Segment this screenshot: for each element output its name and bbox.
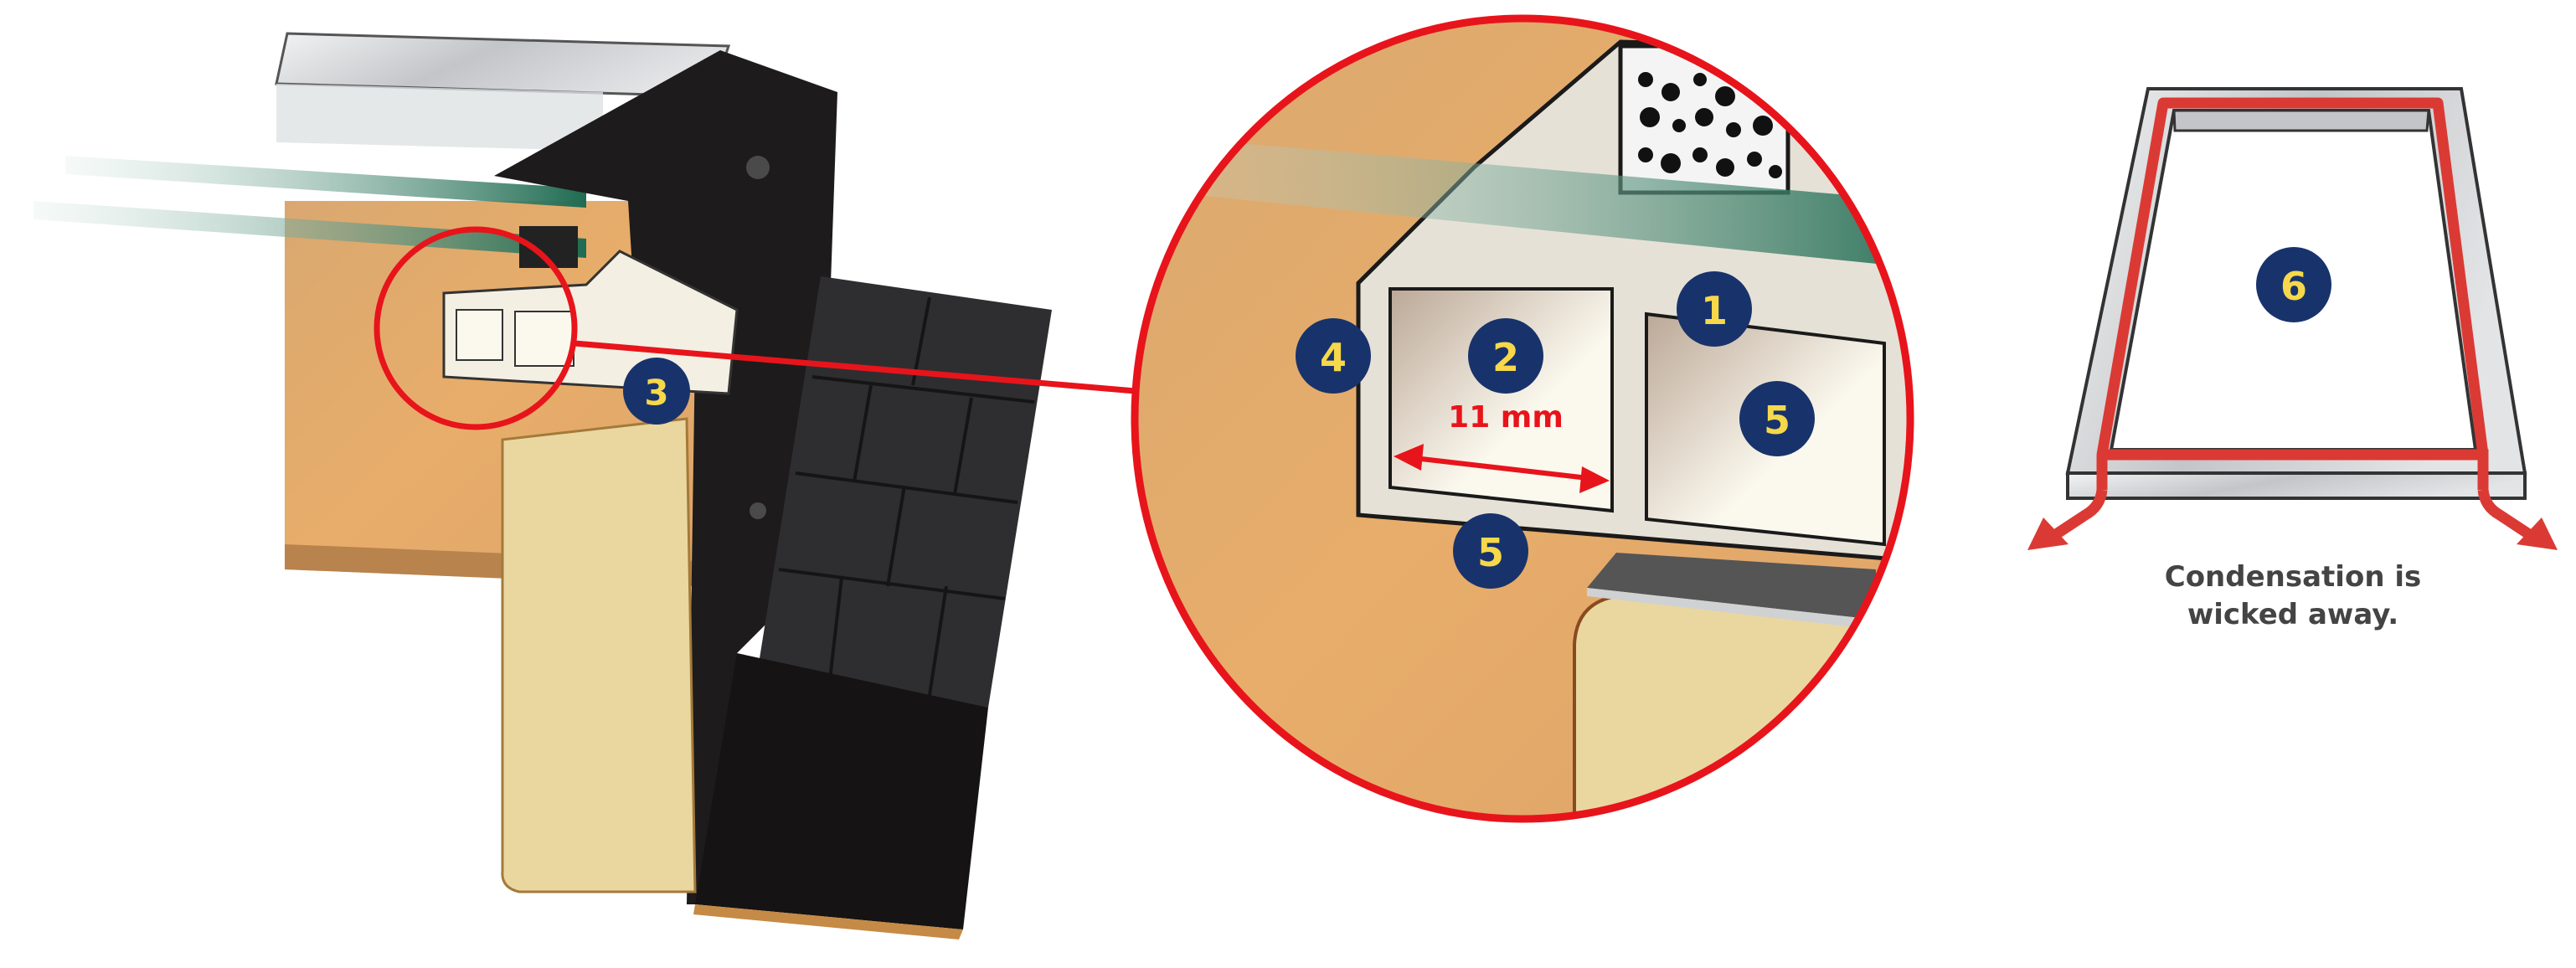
svg-text:2: 2 xyxy=(1492,335,1519,380)
caption-line-1: Condensation is xyxy=(2165,560,2422,594)
screw-head xyxy=(746,156,770,179)
air-chamber-11mm xyxy=(1388,287,1614,513)
magnifier-ring xyxy=(1131,14,1914,823)
callout-badge-6: 6 xyxy=(2256,247,2331,322)
glass-pane xyxy=(1135,134,1910,268)
drain-arrow-right xyxy=(2477,489,2545,548)
magnified-detail: 11 mm 4 2 1 5 5 xyxy=(1131,14,1914,823)
callout-badge-4: 4 xyxy=(1296,318,1371,394)
dimension-arrow-11mm xyxy=(1394,444,1610,493)
roof-deck xyxy=(695,653,988,929)
black-frame-cap xyxy=(494,50,837,904)
svg-text:1: 1 xyxy=(1701,288,1728,333)
svg-text:5: 5 xyxy=(1764,398,1790,443)
roof-section-illustration: 3 xyxy=(33,32,1136,940)
callout-badge-5-right: 5 xyxy=(1739,381,1815,456)
caption-line-2: wicked away. xyxy=(2187,598,2398,631)
callout-badge-3: 3 xyxy=(623,358,690,425)
callout-badge-1: 1 xyxy=(1677,271,1752,347)
svg-text:6: 6 xyxy=(2280,264,2307,309)
detail-highlight-circle xyxy=(374,226,578,430)
drain-arrow-left xyxy=(2040,489,2108,548)
svg-text:3: 3 xyxy=(644,373,668,414)
svg-text:4: 4 xyxy=(1320,335,1347,380)
condensation-frame-diagram: 6 Condensation is wicked away. xyxy=(2027,87,2558,631)
glass-pane-lower xyxy=(33,201,586,258)
callout-badge-5-bottom: 5 xyxy=(1453,513,1528,589)
glass-pane-upper xyxy=(65,156,586,208)
detail-leader-line xyxy=(574,340,1136,394)
dimension-label: 11 mm xyxy=(1448,400,1564,435)
frame-base xyxy=(2066,471,2527,500)
condensation-path xyxy=(2096,97,2489,490)
callout-badge-2: 2 xyxy=(1468,318,1543,394)
rafter xyxy=(501,417,697,893)
svg-text:5: 5 xyxy=(1477,530,1504,575)
